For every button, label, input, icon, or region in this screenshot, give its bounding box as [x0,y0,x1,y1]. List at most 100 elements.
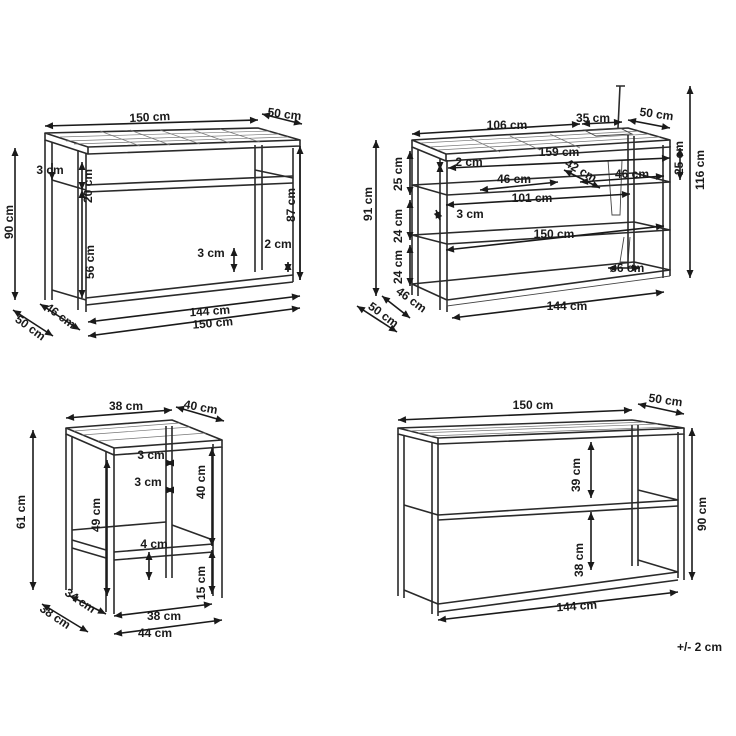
console-table-dimension-label: 50 cm [267,105,302,123]
dimension-arrowhead [291,305,300,313]
console-table-dimension-label: 20 cm [81,169,95,203]
dimension-line [397,409,633,421]
kitchen-unit-dimension-label: 24 cm [391,209,405,243]
dimension-arrowhead [655,289,664,297]
kitchen-unit-dimension-label: 159 cm [539,145,580,159]
bar-stool-dimension-label: 3 cm [134,475,161,489]
console-table-rail [85,175,294,193]
dimension-arrowhead [29,582,37,590]
bar-stool-dimension-label: 38 cm [109,399,143,413]
shelf-unit-dimension-label: 150 cm [513,398,554,412]
dimension-arrowhead [291,293,300,301]
dimension-arrowhead [296,146,304,154]
dimension-arrowhead [176,405,185,413]
dimension-arrowhead [571,120,580,128]
dimension-arrowhead [208,550,216,558]
shelf-unit-dimension-label: 90 cm [695,497,709,531]
dimension-line [447,157,671,169]
dimension-arrowhead [40,304,49,312]
kitchen-unit-dimension-label: ⌀6 cm [610,261,645,275]
dimension-arrowhead [587,442,595,450]
dimension-arrowhead [114,629,123,637]
console-table-dimension-label: 3 cm [36,163,63,177]
dimension-arrowhead [215,415,224,423]
dimension-arrowhead [293,118,302,126]
kitchen-unit-dimension-label: 106 cm [487,118,528,132]
kitchen-unit-dimension-label: 25 cm [672,141,686,175]
dimension-arrowhead [208,538,216,546]
shelf-unit-dimension-label: 144 cm [556,598,598,615]
dimension-arrowhead [78,162,86,170]
bar-stool-dimension-label: 3 cm [137,448,164,462]
bar-stool-dimension-label: 61 cm [14,495,28,529]
dimension-arrowhead [103,588,111,596]
dimension-arrowhead [675,408,684,416]
kitchen-unit-dimension-label: 116 cm [693,150,707,190]
dimension-arrowhead [406,187,414,195]
dimension-arrowhead [448,164,457,172]
dimension-arrowhead [480,185,489,193]
dimension-lines [11,86,696,637]
dimension-arrowhead [97,607,106,614]
dimension-arrowhead [382,296,391,304]
dimension-arrowhead [688,428,696,436]
console-table-dimension-label: 3 cm [197,246,224,260]
dimension-arrowhead [591,181,600,188]
dimension-arrowhead [372,288,380,296]
dimension-arrowhead [88,317,97,325]
shelf-unit-drawing [397,419,685,616]
kitchen-unit-dimension-label: 24 cm [391,250,405,284]
dimension-arrowhead [412,130,421,138]
dimension-arrowhead [676,172,684,180]
dimension-arrowhead [446,245,455,253]
dimension-arrowhead [623,406,632,414]
dimension-arrowhead [406,200,414,208]
console-table-dimension-label: 87 cm [284,188,298,222]
dimension-line [87,295,301,323]
dimension-arrowhead [628,118,637,125]
dimension-arrowhead [436,164,444,172]
dimension-arrowhead [388,324,397,332]
bar-stool-dimension-label: 34 cm [62,585,98,616]
bar-stool-dimension-label: 40 cm [183,397,219,417]
dimension-arrowhead [230,248,238,256]
shelf-unit-dimension-label: 50 cm [648,391,684,410]
dimension-arrowhead [78,290,86,298]
dimension-arrowhead [587,562,595,570]
dimension-arrowhead [11,148,19,156]
dimension-arrowhead [661,123,670,130]
dimension-arrowhead [549,179,558,187]
bar-stool-dimension-label: 44 cm [138,626,172,640]
console-table-dimension-label: 50 cm [12,312,48,343]
kitchen-unit-dimension-label: 2 cm [455,155,482,169]
dimension-arrowhead [78,182,86,190]
console-table-drawing [44,127,301,312]
console-table-dimension-label: 150 cm [192,314,234,331]
kitchen-unit-dimension-label: 101 cm [512,191,553,205]
dimension-arrowhead [661,154,670,162]
bar-stool-leg-back-right [165,426,173,578]
bar-stool-dimension-label: 38 cm [147,609,181,623]
bar-stool-dimension-label: 49 cm [89,498,103,532]
dimension-arrowhead [71,322,80,330]
dimension-arrowhead [613,118,622,126]
kitchen-unit-sink [582,127,634,137]
dimension-arrowhead [564,170,573,177]
bar-stool-leg-front-right [212,444,223,598]
kitchen-unit-dimension-label: 150 cm [534,227,575,241]
console-table-dimension-label: 90 cm [2,205,16,239]
dimension-arrowhead [406,245,414,253]
console-table-dimension-label: 2 cm [264,237,291,251]
bar-stool-dimension-label: 15 cm [194,566,208,600]
shelf-unit-middle-shelf [403,489,679,521]
dimension-line [411,123,581,135]
dimension-arrowhead [42,604,51,612]
bar-stool-dimension-label: 38 cm [37,601,73,632]
dimension-arrowhead [249,116,258,124]
dimension-arrowhead [208,586,216,594]
dimension-arrowhead [686,86,694,94]
shelf-unit-dimension-label: 38 cm [572,543,586,577]
kitchen-unit-dimension-label: 46 cm [497,172,531,186]
dimension-line [44,119,259,127]
